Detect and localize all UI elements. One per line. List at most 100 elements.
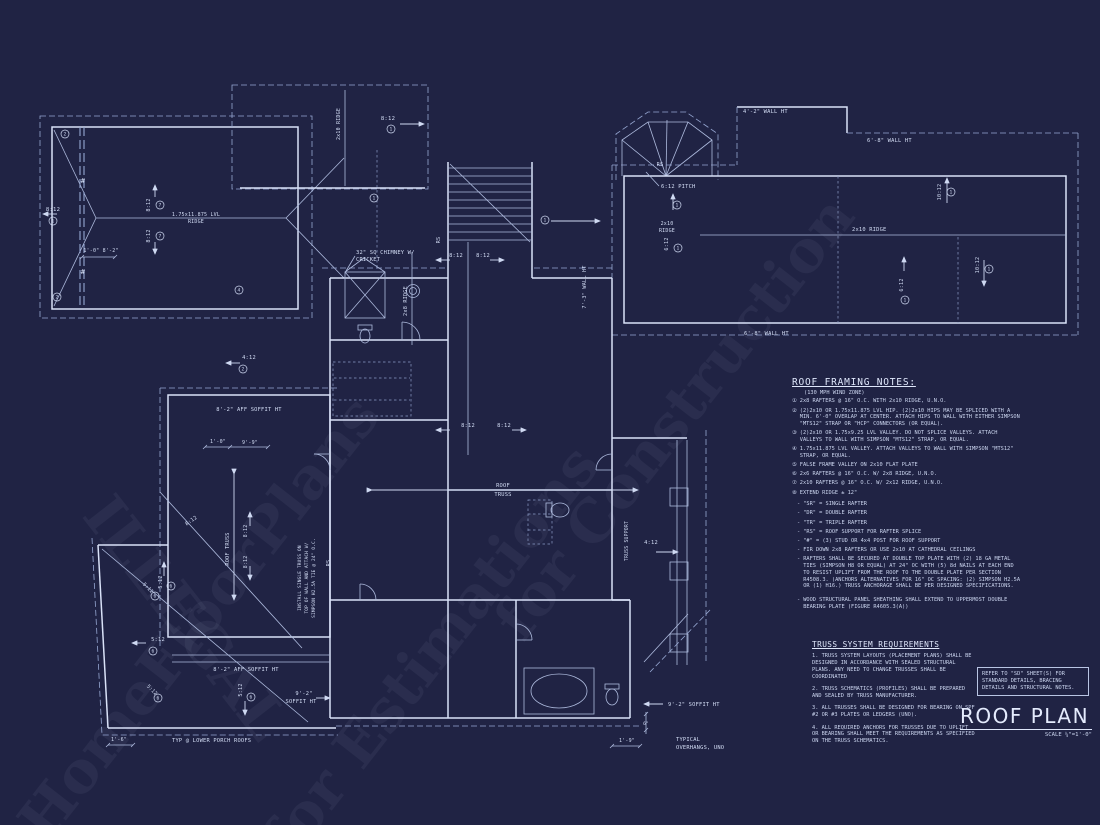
plan-label: 2x8 RIDGE	[403, 286, 409, 316]
svg-text:2: 2	[242, 367, 245, 373]
keynote-circle: 1	[672, 200, 682, 210]
keynote-circle: 6	[150, 591, 160, 601]
plan-label: TRUSS	[494, 492, 511, 498]
keynote-circle: 1	[673, 243, 683, 253]
plan-label: TOP OF WALL AND ATTACH W/	[304, 542, 310, 613]
plan-label: 4:12	[644, 540, 658, 546]
keynote-circle: 6	[166, 581, 176, 591]
plan-label: 5:12	[158, 575, 164, 588]
svg-text:2: 2	[56, 295, 59, 301]
keynote-circle: 1	[48, 216, 58, 226]
framing-notes-title: ROOF FRAMING NOTES:	[792, 377, 916, 388]
plan-label: TYP @ LOWER PORCH ROOFS	[172, 738, 251, 744]
bay-window-roof	[615, 111, 719, 180]
plan-label: 10:12	[975, 257, 981, 274]
keynote-circle: 6	[246, 692, 256, 702]
plan-label: 2x10	[661, 221, 674, 227]
left-center-wing	[159, 387, 340, 663]
truss-requirements-panel: TRUSS SYSTEM REQUIREMENTS 1. TRUSS SYSTE…	[812, 640, 976, 751]
plan-label: RS	[436, 237, 442, 244]
right-wing-roof	[611, 106, 1079, 336]
plan-label: 9'-2"	[295, 691, 312, 697]
sheet-scale: SCALE ¼"=1'-0"	[1044, 732, 1092, 738]
plan-label: OVERHANGS, UNO	[676, 745, 724, 751]
plan-label: RIDGE	[659, 228, 675, 234]
svg-text:1: 1	[373, 196, 376, 202]
plan-label: 4:12	[242, 355, 256, 361]
note-item: -RAFTERS SHALL BE SECURED AT DOUBLE TOP …	[797, 556, 1021, 590]
note-item: 2. TRUSS SCHEMATICS (PROFILES) SHALL BE …	[812, 686, 966, 699]
svg-text:4: 4	[238, 288, 241, 294]
plan-labels: 8:12 2x10 RIDGE 8:12 8:12 8:12 1.75x11.875 LV…	[46, 108, 981, 751]
note-item: -FIR DOWN 2x8 RAFTERS OR USE 2x10 AT CAT…	[797, 547, 976, 554]
plan-label: ROOF	[496, 483, 510, 489]
plan-label: 6:12 PITCH	[661, 184, 695, 190]
svg-text:7: 7	[159, 234, 162, 240]
svg-text:1: 1	[677, 246, 680, 252]
svg-text:6: 6	[170, 584, 173, 590]
plan-label: 8:12	[243, 556, 249, 569]
svg-text:6: 6	[157, 696, 160, 702]
lower-porch-roof	[91, 537, 338, 736]
plan-label: 6'-8" WALL HT	[744, 331, 789, 337]
keynote-circle: 6	[148, 646, 158, 656]
plan-label: RS	[326, 560, 332, 567]
refer-to-sd-note: REFER TO "SD" SHEET(S) FOR STANDARD DETA…	[977, 667, 1089, 697]
title-block: ROOF PLAN SCALE ¼"=1'-0"	[960, 704, 1092, 738]
keynote-circle: 2	[238, 364, 248, 374]
note-item: -"DR" = DOUBLE RAFTER	[797, 510, 867, 517]
slope-arrows	[42, 121, 987, 716]
note-item: -"RS" = ROOF SUPPORT FOR RAFTER SPLICE	[797, 528, 922, 535]
plan-label: INSTALL SINGLE TRUSS ON	[297, 545, 303, 611]
plan-label: 6"	[643, 721, 649, 727]
keynote-circle: 7	[155, 200, 165, 210]
note-item: ②(2)2x10 OR 1.75x11.875 LVL HIP. (2)2x10…	[792, 407, 1020, 428]
keynote-circle: 2	[52, 292, 62, 302]
plan-label: 1'-0" 8'-2"	[83, 248, 118, 254]
note-item: -"#" = (3) STUD OR 4x4 POST FOR ROOF SUP…	[797, 537, 941, 544]
keynote-circle: 1	[900, 295, 910, 305]
plan-label: #	[81, 177, 86, 185]
plan-label: RS	[657, 162, 664, 168]
svg-text:6: 6	[154, 594, 157, 600]
fixtures	[313, 257, 620, 715]
keynote-circle: 1	[984, 264, 994, 274]
plan-label: TRUSS SUPPORT	[624, 521, 630, 561]
plan-label: 8:12	[146, 229, 152, 242]
keynote-circle: 7	[155, 231, 165, 241]
plan-label: 6'-8" WALL HT	[867, 138, 912, 144]
plan-label: #	[81, 268, 86, 276]
plan-label: 1'-6"	[111, 737, 127, 743]
dimension-lines	[79, 254, 649, 749]
svg-text:1: 1	[950, 190, 953, 196]
svg-text:1: 1	[52, 219, 55, 225]
keynote-circle: 1	[386, 124, 396, 134]
sheet-title: ROOF PLAN	[960, 704, 1092, 730]
note-item: -"SR" = SINGLE RAFTER	[797, 501, 867, 508]
svg-text:1: 1	[904, 298, 907, 304]
plan-label: 8:12	[381, 116, 395, 122]
note-item: -WOOD STRUCTURAL PANEL SHEATHING SHALL E…	[797, 597, 1008, 610]
plan-label: 9'-9"	[242, 440, 258, 446]
plan-label: SIMPSON H2.5A TIE @ 24" O.C.	[311, 538, 317, 618]
svg-text:1: 1	[676, 203, 679, 209]
truss-requirements-title: TRUSS SYSTEM REQUIREMENTS	[812, 640, 940, 649]
note-item: -"TR" = TRIPLE RAFTER	[797, 519, 867, 526]
plan-label: 8:12	[497, 423, 511, 429]
plan-label: 8:12	[184, 515, 198, 528]
plan-label: 6:12	[899, 278, 905, 291]
plan-label: 8:12	[146, 198, 152, 211]
plan-label: ROOF TRUSS	[225, 532, 231, 565]
framing-notes-legend: -"SR" = SINGLE RAFTER -"DR" = DOUBLE RAFT…	[797, 501, 1022, 610]
keynote-circle: 6	[153, 693, 163, 703]
plan-label: 9'-2" SOFFIT HT	[668, 702, 720, 708]
plan-label: 2x10 RIDGE	[336, 108, 342, 140]
plan-label: 10:12	[937, 184, 943, 201]
plan-label: 1.75x11.875 LVL	[172, 212, 220, 218]
